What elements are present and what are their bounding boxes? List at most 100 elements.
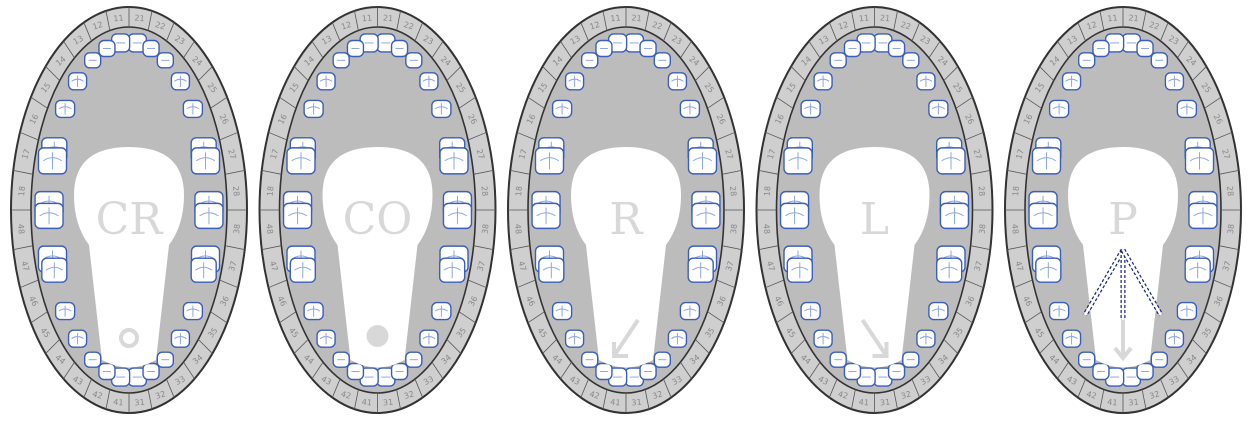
tooth-number: 28 <box>728 186 738 197</box>
tooth-number: 18 <box>266 186 276 197</box>
tooth <box>937 148 965 174</box>
tooth-number: 41 <box>113 398 124 408</box>
tooth <box>814 330 832 347</box>
tooth <box>183 100 202 117</box>
tooth <box>392 41 408 57</box>
tooth <box>844 363 860 379</box>
tooth <box>406 53 422 68</box>
tooth-number: 11 <box>1107 13 1118 23</box>
tooth <box>1029 203 1057 228</box>
tooth <box>420 73 438 90</box>
tooth <box>654 352 670 367</box>
tooth-number: 41 <box>610 398 621 408</box>
tooth-number: 11 <box>610 13 621 23</box>
tooth <box>1185 258 1210 282</box>
tooth-number: 11 <box>113 13 124 23</box>
tooth <box>143 41 159 57</box>
tooth <box>432 100 451 117</box>
tooth-number: 21 <box>383 13 394 23</box>
tooth <box>844 41 860 57</box>
tooth <box>553 100 572 117</box>
panel-label: L <box>860 194 889 245</box>
tooth <box>99 41 115 57</box>
tooth <box>183 303 202 320</box>
tooth <box>347 41 363 57</box>
tooth-number: 18 <box>1011 186 1021 197</box>
panel-label: P <box>1108 194 1138 245</box>
tooth <box>680 100 699 117</box>
tooth <box>566 330 584 347</box>
tooth <box>42 258 67 282</box>
tooth <box>192 148 220 174</box>
tooth <box>304 100 323 117</box>
tooth-number: 48 <box>1010 223 1020 234</box>
tooth <box>443 203 471 228</box>
tooth <box>1093 41 1109 57</box>
tooth <box>143 363 159 379</box>
tooth <box>1137 41 1153 57</box>
tooth <box>1032 148 1060 174</box>
tooth-number: 38 <box>1226 223 1236 234</box>
tooth <box>1093 363 1109 379</box>
tooth <box>440 148 468 174</box>
tooth <box>432 303 451 320</box>
tooth-number: 21 <box>134 13 145 23</box>
tooth <box>1151 352 1167 367</box>
tooth-number: 11 <box>361 13 372 23</box>
tooth <box>69 330 87 347</box>
tooth <box>801 100 820 117</box>
panel-l: 2122232425262728383736353433323141424344… <box>757 7 993 413</box>
tooth <box>830 352 846 367</box>
tooth-number: 21 <box>880 13 891 23</box>
tooth <box>85 53 101 68</box>
tooth <box>35 203 63 228</box>
tooth <box>1151 53 1167 68</box>
tooth <box>1036 258 1061 282</box>
tooth <box>1186 148 1214 174</box>
tooth <box>317 73 335 90</box>
tooth <box>929 100 948 117</box>
tooth-number: 41 <box>858 398 869 408</box>
tooth-number: 38 <box>480 223 490 234</box>
tooth-number: 31 <box>880 398 891 408</box>
tooth-number: 28 <box>231 186 241 197</box>
panel-r: 2122232425262728383736353433323141424344… <box>508 7 744 413</box>
tooth <box>689 148 717 174</box>
tooth <box>1177 303 1196 320</box>
tooth <box>781 203 809 228</box>
tooth-number: 28 <box>1225 186 1235 197</box>
tooth <box>640 41 656 57</box>
tooth <box>830 53 846 68</box>
tooth <box>688 258 713 282</box>
tooth-number: 38 <box>232 223 242 234</box>
tooth-number: 48 <box>265 223 275 234</box>
tooth <box>929 303 948 320</box>
panel-p: 2122232425262728383736353433323141424344… <box>1005 7 1241 413</box>
tooth <box>668 73 686 90</box>
tooth <box>333 352 349 367</box>
tooth-number: 41 <box>361 398 372 408</box>
tooth-number: 48 <box>513 223 523 234</box>
tooth <box>668 330 686 347</box>
tooth <box>1050 303 1069 320</box>
tooth-number: 11 <box>858 13 869 23</box>
tooth <box>56 303 75 320</box>
tooth <box>38 148 66 174</box>
tooth <box>1137 363 1153 379</box>
tooth <box>535 148 563 174</box>
tooth-number: 21 <box>631 13 642 23</box>
tooth-number: 31 <box>1128 398 1139 408</box>
panel-label: CR <box>96 194 165 245</box>
tooth <box>940 203 968 228</box>
tooth <box>1063 73 1081 90</box>
tooth <box>640 363 656 379</box>
tooth-number: 31 <box>383 398 394 408</box>
tooth <box>56 100 75 117</box>
tooth-number: 31 <box>631 398 642 408</box>
tooth <box>69 73 87 90</box>
tooth <box>157 352 173 367</box>
tooth <box>889 363 905 379</box>
tooth <box>290 258 315 282</box>
tooth <box>566 73 584 90</box>
